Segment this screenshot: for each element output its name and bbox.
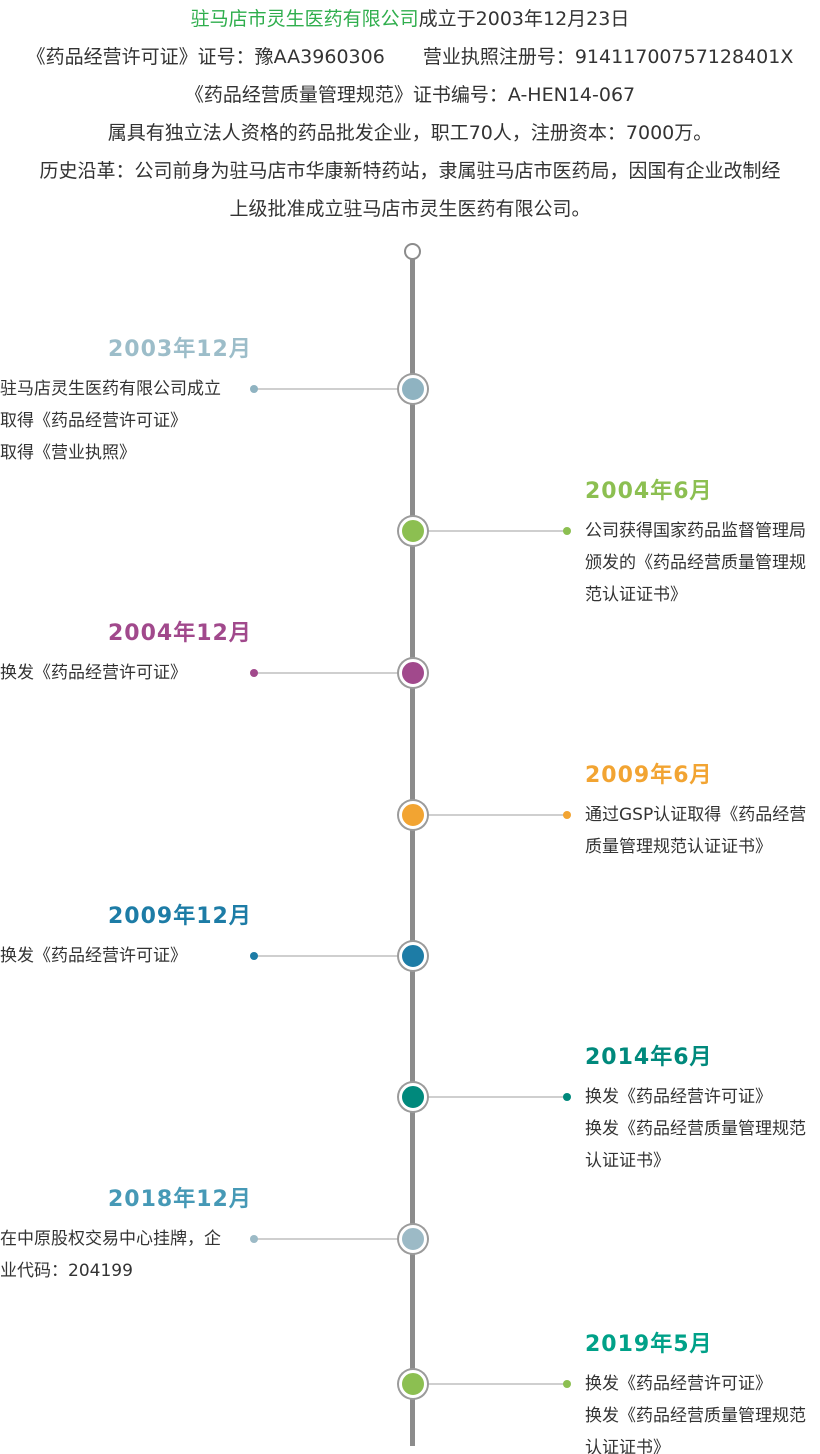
event-connector-line: [427, 530, 567, 532]
event-connector-line: [427, 814, 567, 816]
event-date: 2009年12月: [108, 904, 252, 929]
event-connector-line: [253, 672, 399, 674]
company-name: 驻马店市灵生医药有限公司: [190, 8, 419, 30]
license-number: 《药品经营许可证》证号：豫AA3960306: [26, 46, 385, 68]
event-dot: [563, 527, 571, 535]
event-dot: [250, 385, 258, 393]
header-line-licenses: 《药品经营许可证》证号：豫AA3960306 营业执照注册号：9141170075…: [0, 38, 820, 76]
event-connector-line: [253, 388, 399, 390]
history-line-1: 历史沿革：公司前身为驻马店市华康新特药站，隶属驻马店市医药局，因国有企业改制经: [39, 160, 781, 182]
company-header: 驻马店市灵生医药有限公司成立于2003年12月23日 《药品经营许可证》证号：豫…: [0, 0, 820, 228]
event-description: 换发《药品经营许可证》: [0, 946, 187, 966]
history-line-2: 上级批准成立驻马店市灵生医药有限公司。: [229, 198, 591, 220]
event-date: 2014年6月: [585, 1045, 713, 1070]
company-profile: 属具有独立法人资格的药品批发企业，职工70人，注册资本：7000万。: [107, 122, 713, 144]
event-description: 公司获得国家药品监督管理局 颁发的《药品经营质量管理规 范认证证书》: [585, 521, 806, 605]
gsp-certificate: 《药品经营质量管理规范》证书编号：A-HEN14-067: [184, 84, 636, 106]
event-connector-line: [427, 1096, 567, 1098]
event-dot: [563, 811, 571, 819]
event-description: 驻马店灵生医药有限公司成立 取得《药品经营许可证》 取得《营业执照》: [0, 379, 221, 463]
registration-number: 营业执照注册号：91411700757128401X: [422, 46, 794, 68]
event-description: 换发《药品经营许可证》 换发《药品经营质量管理规范 认证证书》: [585, 1374, 806, 1454]
event-dot: [563, 1380, 571, 1388]
event-description: 在中原股权交易中心挂牌，企 业代码：204199: [0, 1229, 221, 1281]
event-connector-line: [427, 1383, 567, 1385]
event-dot: [250, 669, 258, 677]
event-date: 2004年12月: [108, 621, 252, 646]
event-description: 换发《药品经营许可证》: [0, 663, 187, 683]
event-description: 通过GSP认证取得《药品经营 质量管理规范认证证书》: [585, 805, 807, 857]
event-connector-line: [253, 955, 399, 957]
timeline-node: [399, 801, 427, 829]
timeline-node: [399, 659, 427, 687]
timeline-node: [399, 375, 427, 403]
event-date: 2019年5月: [585, 1332, 713, 1357]
timeline-node: [399, 517, 427, 545]
event-description: 换发《药品经营许可证》 换发《药品经营质量管理规范 认证证书》: [585, 1087, 806, 1171]
event-connector-line: [253, 1238, 399, 1240]
event-dot: [563, 1093, 571, 1101]
timeline-axis: [410, 256, 415, 1446]
event-dot: [250, 952, 258, 960]
timeline-node: [399, 1370, 427, 1398]
event-date: 2003年12月: [108, 337, 252, 362]
timeline-start-circle: [404, 243, 421, 260]
timeline-node: [399, 1083, 427, 1111]
event-date: 2009年6月: [585, 763, 713, 788]
header-line-founded: 驻马店市灵生医药有限公司成立于2003年12月23日: [0, 0, 820, 38]
timeline-node: [399, 1225, 427, 1253]
event-dot: [250, 1235, 258, 1243]
founded-text: 成立于2003年12月23日: [418, 8, 630, 30]
event-date: 2004年6月: [585, 479, 713, 504]
event-date: 2018年12月: [108, 1187, 252, 1212]
timeline-node: [399, 942, 427, 970]
